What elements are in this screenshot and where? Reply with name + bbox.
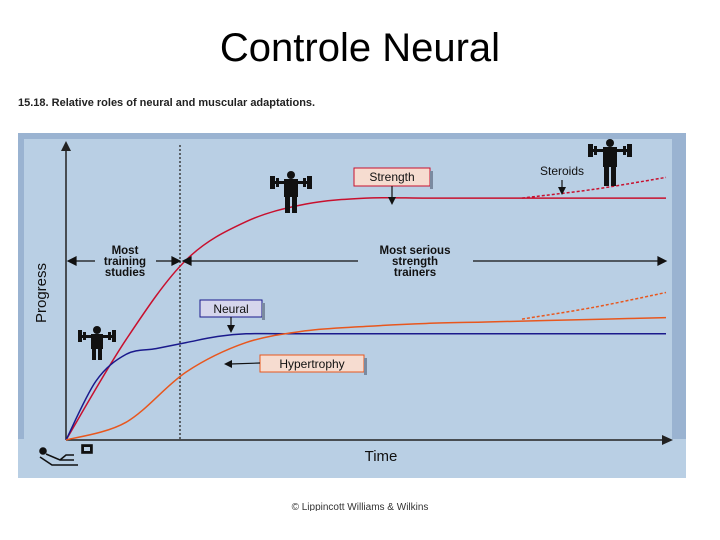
plot-area [24, 139, 672, 439]
y-axis-arrow [61, 141, 71, 151]
series-line-neural [65, 332, 666, 441]
steroids-label: Steroids [540, 164, 584, 178]
hypertrophy-pointer [224, 360, 261, 368]
neural-label-box: Neural [199, 299, 265, 320]
copyright-notice: © Lippincott Williams & Wilkins [291, 502, 429, 511]
training-studies-line-1: Most [112, 245, 139, 257]
serious-trainers-line-1: Most serious [380, 245, 451, 257]
training-studies-line-3: studies [105, 267, 145, 279]
serious-trainers-line-2: strength [392, 256, 438, 268]
neural-label: Neural [213, 302, 248, 316]
strength-label: Strength [369, 170, 414, 184]
training-studies-arrow [66, 256, 182, 266]
strength-pointer [388, 186, 396, 205]
weightlifter-icon [270, 171, 312, 213]
strength-label-box: Strength [353, 167, 433, 189]
hypertrophy-label: Hypertrophy [279, 357, 344, 371]
series-layer [65, 176, 667, 441]
training-studies-line-2: training [104, 256, 146, 268]
chart: Progress Time Most training studies Most… [18, 133, 686, 478]
y-axis-label: Progress [33, 263, 50, 323]
series-line-hypertrophy [65, 316, 667, 441]
neural-pointer [227, 317, 235, 333]
serious-trainers-arrow [181, 256, 668, 266]
weightlifter-icon [78, 326, 116, 360]
figure-caption: 15.18. Relative roles of neural and musc… [18, 97, 316, 109]
most-training-studies-label: Most training studies [104, 245, 146, 279]
reclining-person-icon [39, 444, 93, 466]
chart-footer [18, 439, 686, 478]
series-line-hypertrophy-steroids [521, 291, 667, 320]
x-axis-label: Time [365, 448, 398, 465]
slide-title: Controle Neural [219, 26, 501, 70]
steroids-pointer [558, 180, 566, 195]
most-serious-trainers-label: Most serious strength trainers [380, 245, 451, 279]
series-line-strength [65, 196, 666, 441]
x-axis-arrow [662, 435, 673, 445]
weightlifter-icon [588, 139, 632, 186]
serious-trainers-line-3: trainers [394, 267, 436, 279]
hypertrophy-label-box: Hypertrophy [259, 354, 367, 375]
series-line-strength-steroids [521, 176, 667, 199]
